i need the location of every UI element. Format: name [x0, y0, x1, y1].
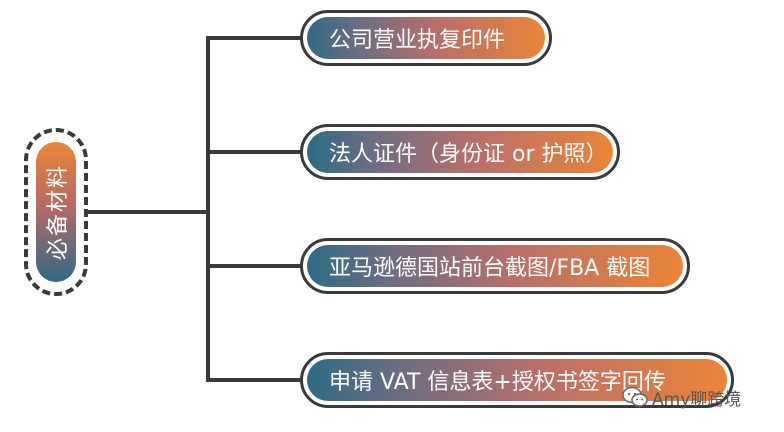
branch-node-3: 亚马逊德国站前台截图/FBA 截图	[300, 238, 690, 294]
watermark-text: Amy聊跨境	[652, 389, 742, 410]
wechat-icon	[622, 386, 648, 407]
branch-node-label: 亚马逊德国站前台截图/FBA 截图	[329, 256, 651, 281]
branch-node-1: 公司营业执复印件	[300, 10, 552, 66]
branch-node-2: 法人证件（身份证 or 护照）	[300, 124, 620, 180]
branch-node-label: 申请 VAT 信息表+授权书签字回传	[329, 370, 666, 395]
branch-node-fill: 申请 VAT 信息表+授权书签字回传	[307, 359, 727, 401]
branch-node-label: 公司营业执复印件	[329, 28, 506, 53]
root-node-label: 必备材料	[46, 163, 72, 261]
branch-node-fill: 亚马逊德国站前台截图/FBA 截图	[307, 245, 683, 287]
branch-node-label: 法人证件（身份证 or 护照）	[329, 142, 608, 167]
root-node-fill: 必备材料	[36, 142, 76, 282]
root-node: 必备材料	[24, 128, 88, 296]
branch-node-fill: 法人证件（身份证 or 护照）	[307, 131, 613, 173]
watermark: Amy聊跨境	[622, 384, 741, 410]
branch-node-fill: 公司营业执复印件	[307, 17, 545, 59]
branch-node-4: 申请 VAT 信息表+授权书签字回传	[300, 352, 734, 408]
